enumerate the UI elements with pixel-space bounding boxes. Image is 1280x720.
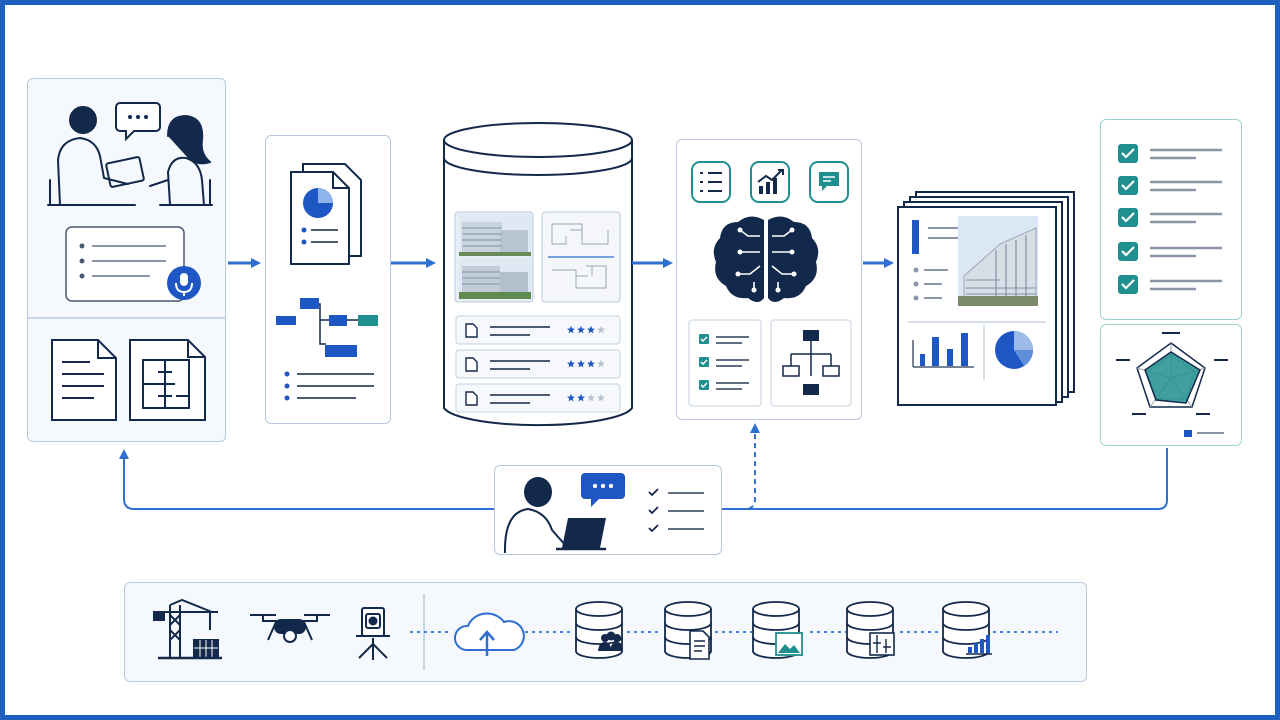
feedback-chat-icon	[581, 473, 625, 507]
text-document-icon	[51, 339, 117, 421]
floor-plan-sketch-icon	[541, 211, 621, 303]
cloud-upload-icon	[454, 612, 525, 656]
checklist-icon	[691, 161, 731, 203]
rating-star	[567, 393, 575, 402]
speech-bubble-icon	[115, 102, 161, 142]
survey-instrument-icon	[356, 607, 390, 660]
floor-plan-icon	[129, 339, 206, 421]
checked-list-card	[688, 319, 762, 407]
rating-star	[567, 325, 575, 334]
rating-star	[597, 325, 605, 334]
rating-star	[577, 325, 585, 334]
feedback-loop-arrows	[119, 423, 1168, 510]
radar-chart-icon	[1116, 332, 1228, 437]
checkbox-list-icon	[1118, 144, 1222, 294]
bar-chart-icon	[912, 333, 974, 368]
plan-database-icon	[846, 601, 895, 659]
rating-star	[587, 359, 595, 368]
brain-circuit-icon	[713, 216, 819, 302]
crane-icon	[153, 598, 222, 660]
voice-note-icon	[65, 226, 185, 302]
image-database-icon	[752, 601, 803, 659]
growth-chart-icon	[750, 161, 790, 203]
chat-icon	[809, 161, 849, 203]
bullet-list-icon	[284, 371, 374, 401]
analytics-database-icon	[942, 601, 992, 659]
pie-chart-icon	[995, 331, 1033, 369]
rated-document-list	[455, 315, 621, 413]
rating-star	[577, 359, 585, 368]
documents-pie-icon	[290, 163, 362, 265]
people-database-icon	[575, 601, 623, 659]
person-laptop-icon	[503, 477, 606, 554]
rating-star	[597, 359, 605, 368]
tree-diagram-icon	[770, 319, 852, 407]
source-databases	[575, 601, 992, 660]
report-building-photo	[958, 216, 1038, 306]
rating-star	[587, 325, 595, 334]
building-photo-icon	[454, 211, 534, 303]
drone-icon	[250, 614, 330, 643]
rating-star	[597, 393, 605, 402]
rating-star	[587, 393, 595, 402]
hierarchy-chart-icon	[276, 298, 378, 357]
rating-star	[567, 359, 575, 368]
microphone-icon	[167, 266, 201, 300]
document-database-icon	[664, 601, 712, 660]
rating-star	[577, 393, 585, 402]
feedback-checklist-icon	[648, 488, 704, 533]
consultation-people-icon	[47, 106, 213, 206]
